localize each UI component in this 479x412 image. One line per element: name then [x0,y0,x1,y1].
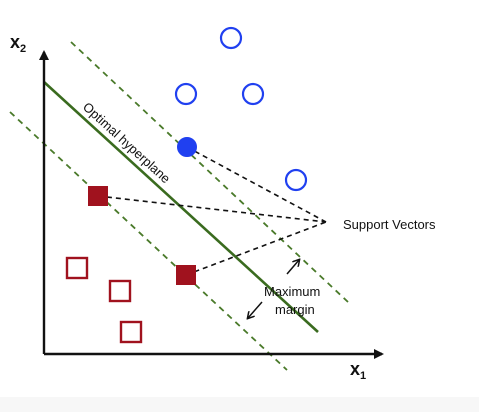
y-axis-label: x2 [10,32,26,55]
margin-arrow-up [286,260,299,275]
positive-support-vector [177,137,197,157]
maximum-margin-label-line2: margin [275,302,315,317]
negative-class-point [65,256,89,280]
margin-arrow-down [248,301,263,318]
positive-class-point [284,168,308,192]
diagram-card [0,0,479,397]
optimal-hyperplane-line [43,81,319,333]
positive-class-point [241,82,265,106]
negative-class-point [119,320,143,344]
positive-class-point [219,26,243,50]
margin-boundary-upper [70,41,349,303]
hyperplane-label: Optimal hyperplane [80,99,173,186]
maximum-margin-label: Maximum [264,284,320,299]
margin-boundary-lower [9,111,288,371]
support-vector-connector [97,195,327,223]
negative-support-vector [176,265,196,285]
support-vector-connector [185,221,327,276]
negative-class-point [108,279,132,303]
support-vectors-label: Support Vectors [343,217,436,232]
negative-support-vector [88,186,108,206]
positive-class-point [174,82,198,106]
x-axis-label: x1 [350,359,366,382]
